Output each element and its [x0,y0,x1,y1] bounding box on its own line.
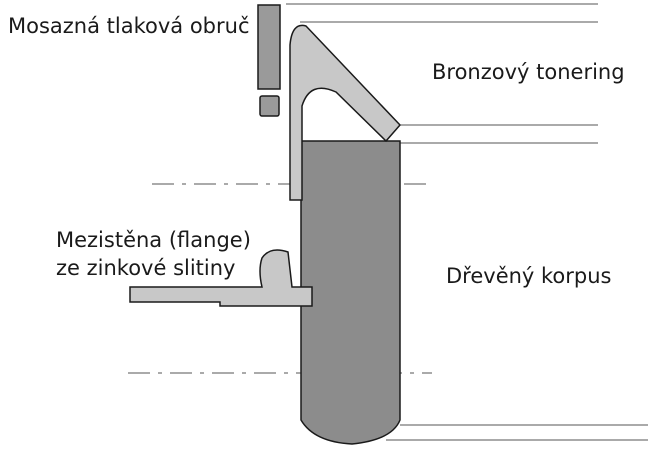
label-zinc-flange-line1: Mezistěna (flange) [56,228,251,252]
label-wood-shell: Dřevěný korpus [446,264,612,288]
label-zinc-flange-line2: ze zinkové slitiny [56,256,236,280]
zinc-flange-shape [129,249,313,307]
label-bronze-tonering: Bronzový tonering [432,60,625,84]
bronze-tonering-shape [289,24,402,201]
wood-shell-body [300,140,401,445]
brass-hoop-block-upper [257,4,281,90]
label-brass-pressure-hoop: Mosazná tlaková obruč [8,14,250,38]
brass-hoop-block-lower [259,95,280,117]
